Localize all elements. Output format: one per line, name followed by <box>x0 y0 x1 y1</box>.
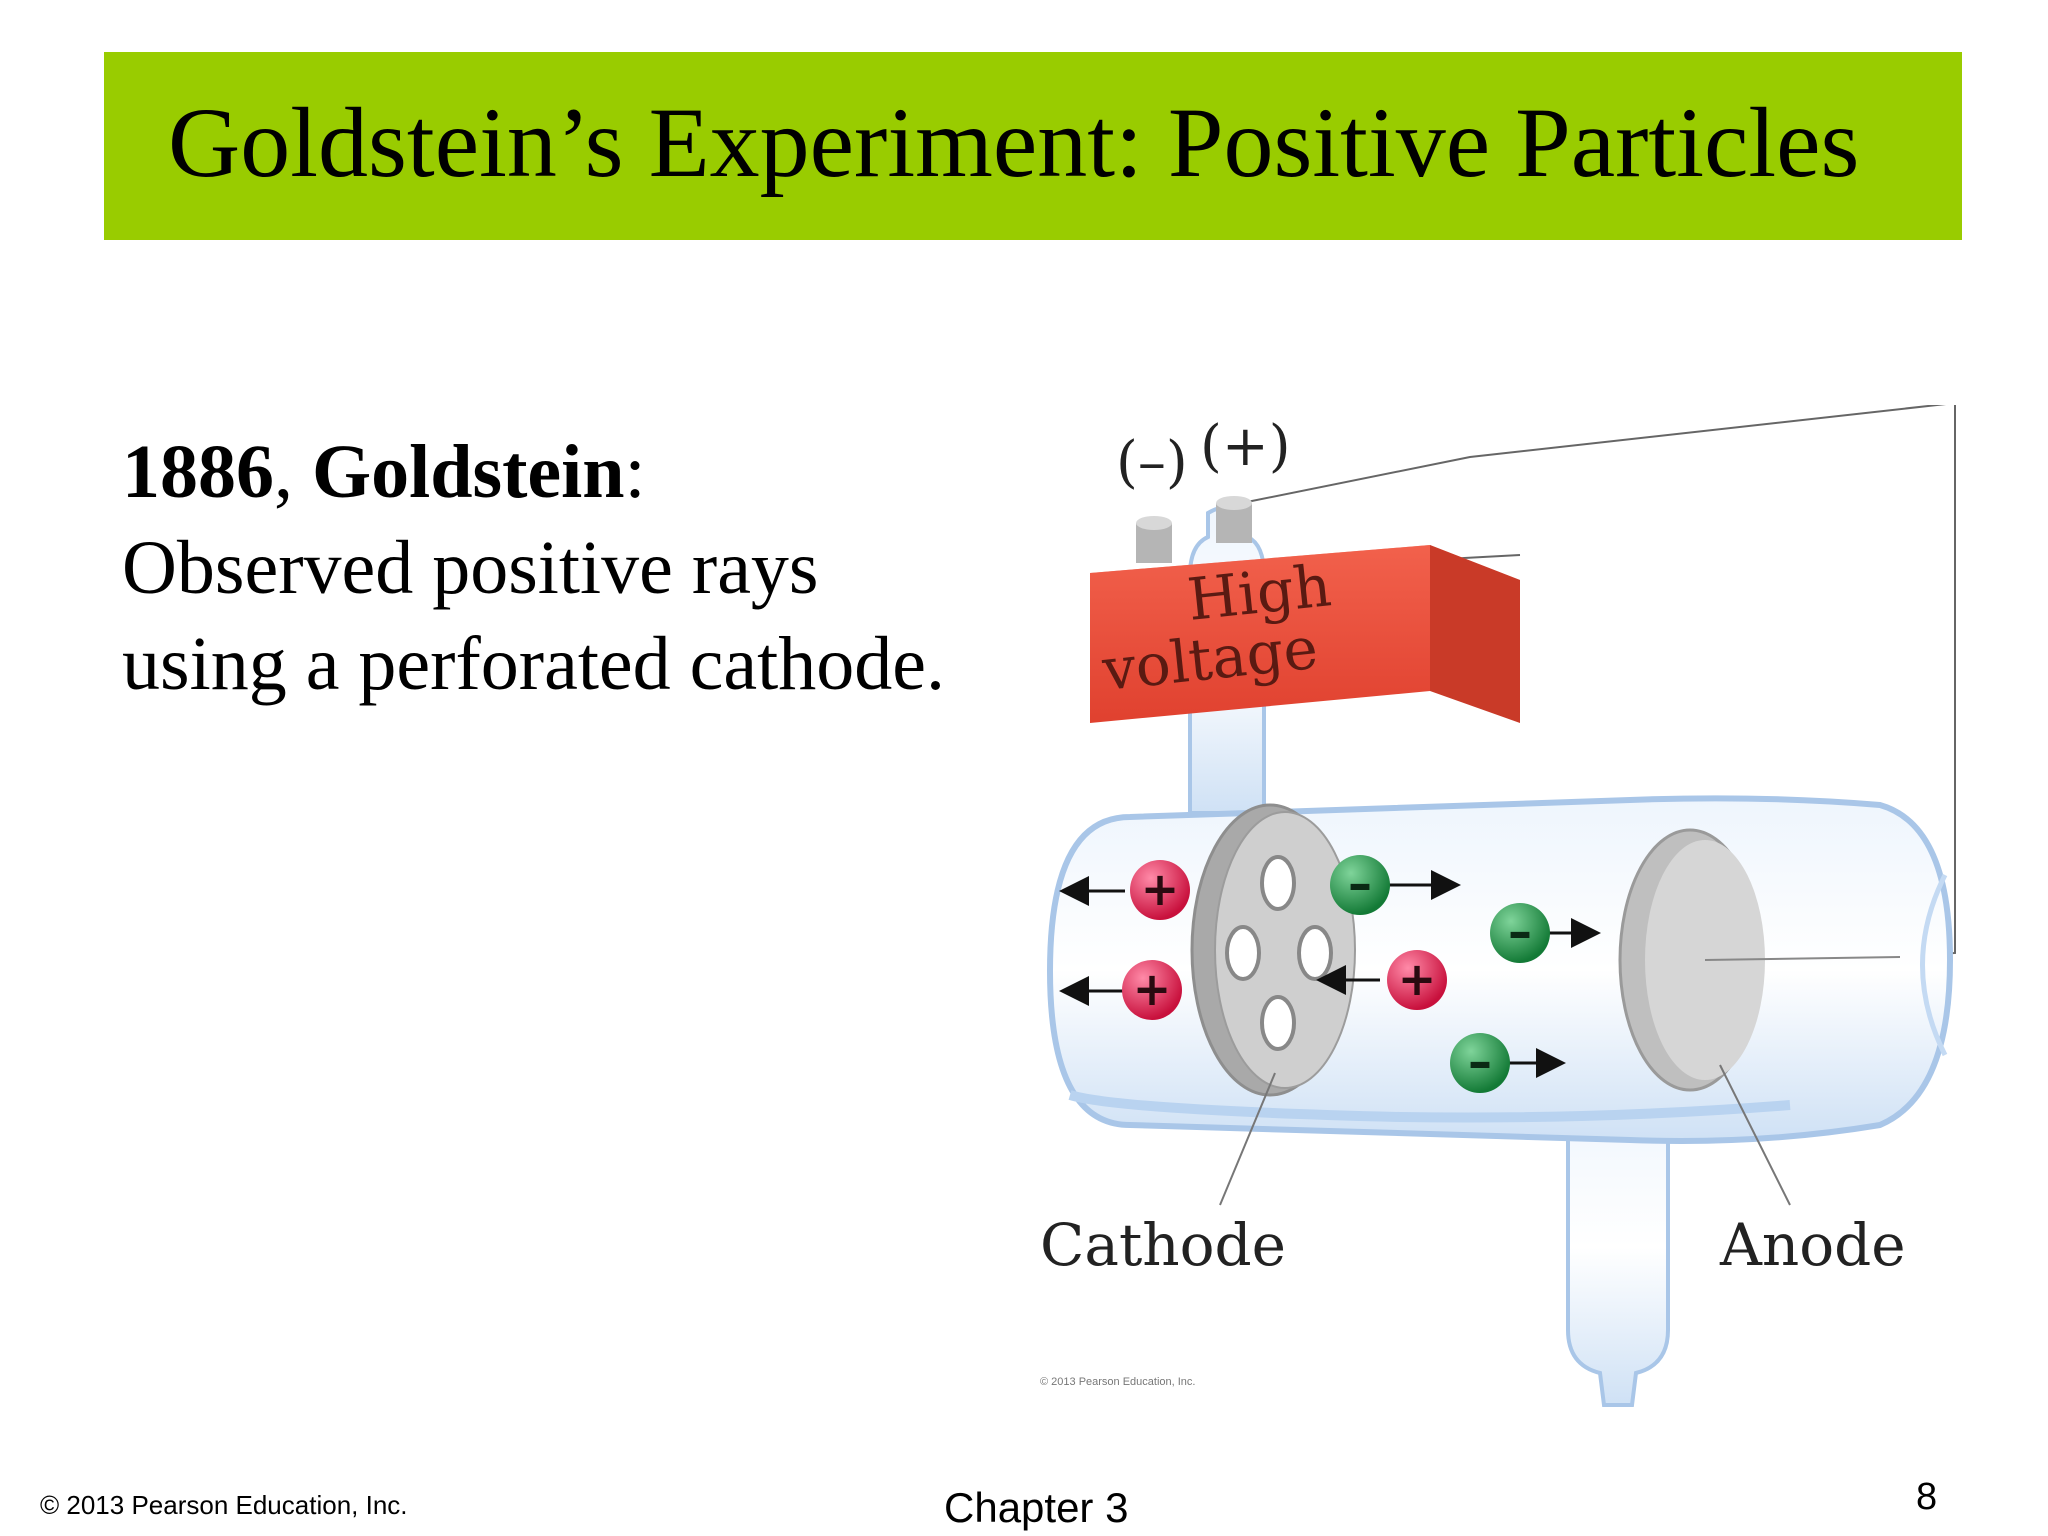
body-line-1: 1886, Goldstein: <box>122 424 1022 520</box>
high-voltage-battery: High voltage <box>1090 496 1520 723</box>
negative-particle: – <box>1450 1033 1510 1093</box>
footer-chapter: Chapter 3 <box>944 1484 1129 1531</box>
cathode-hole <box>1297 925 1333 981</box>
particle-arrows <box>1059 870 1601 1078</box>
footer-copyright: © 2013 Pearson Education, Inc. <box>40 1490 408 1520</box>
goldstein-tube-diagram: High voltage (–) (+) + + + – – – <box>1040 405 1956 1407</box>
image-credit: © 2013 Pearson Education, Inc. <box>1040 1376 1195 1388</box>
cathode-disc <box>1190 803 1356 1097</box>
anode-disc <box>1618 828 1901 1092</box>
comma-text: , <box>274 430 312 514</box>
positive-terminal-label: (+) <box>1200 414 1291 479</box>
colon-text: : <box>624 430 646 514</box>
positive-particle: + <box>1130 860 1190 920</box>
title-bar: Goldstein’s Experiment: Positive Particl… <box>104 52 1962 240</box>
cathode-hole <box>1260 995 1296 1051</box>
svg-text:–: – <box>1508 904 1532 960</box>
discharge-tube <box>1046 795 1954 1144</box>
anode-label: Anode <box>1719 1211 1906 1279</box>
cathode-hole <box>1225 925 1261 981</box>
year-text: 1886 <box>122 430 274 514</box>
svg-text:+: + <box>1398 952 1437 1006</box>
svg-text:–: – <box>1348 856 1372 912</box>
body-line-3: using a perforated cathode. <box>122 622 945 706</box>
svg-text:+: + <box>1141 862 1180 916</box>
tube-bottom-stem <box>1566 1088 1670 1407</box>
label-leaders <box>1219 1064 1791 1206</box>
slide-title: Goldstein’s Experiment: Positive Particl… <box>168 87 1860 198</box>
negative-terminal-label: (–) <box>1116 430 1188 495</box>
body-line-2: Observed positive rays <box>122 526 819 610</box>
negative-terminal <box>1136 516 1172 563</box>
scientist-name: Goldstein <box>312 430 625 514</box>
positive-terminal <box>1216 496 1252 543</box>
page-number: 8 <box>1916 1476 1938 1518</box>
negative-particle: – <box>1490 903 1550 963</box>
svg-text:+: + <box>1133 962 1172 1016</box>
svg-text:–: – <box>1468 1034 1492 1090</box>
positive-particle: + <box>1387 950 1447 1010</box>
battery-label-line1: High <box>1184 551 1334 634</box>
body-text: 1886, Goldstein: Observed positive rays … <box>122 424 1022 712</box>
cathode-label: Cathode <box>1040 1211 1286 1279</box>
positive-particle: + <box>1122 960 1182 1020</box>
negative-particle: – <box>1330 855 1390 915</box>
cathode-hole <box>1260 855 1296 911</box>
